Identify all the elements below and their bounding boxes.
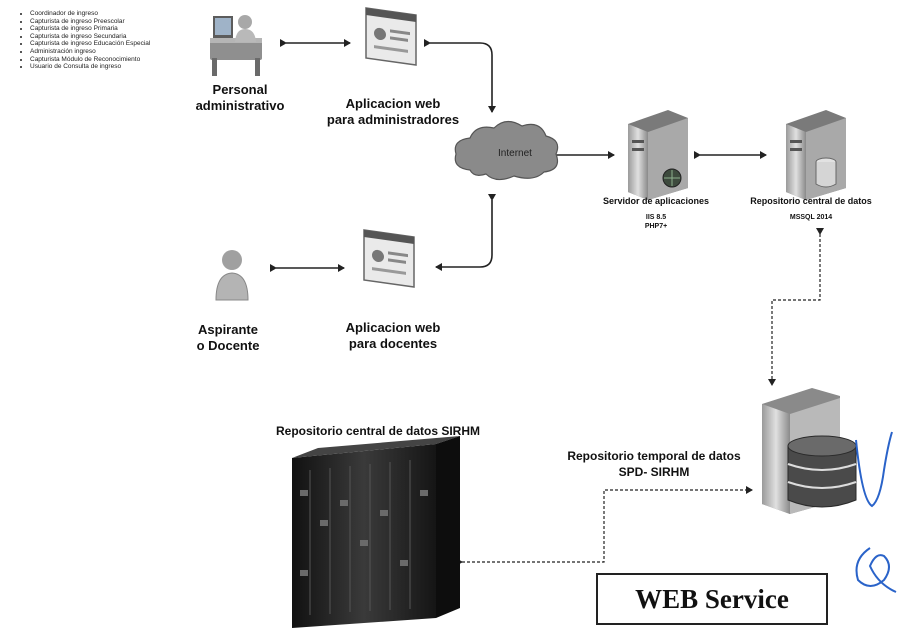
role-item: Administración ingreso xyxy=(30,48,220,56)
role-item: Capturista de ingreso Educación Especial xyxy=(30,40,220,48)
database-icon xyxy=(762,388,857,514)
connector-webapp-internet xyxy=(424,39,496,113)
browser-window-icon xyxy=(365,7,417,66)
central-repo-label: Repositorio central de datos MSSQL 2014 xyxy=(730,196,892,222)
applicant-label: Aspirante o Docente xyxy=(176,322,280,354)
central-repo-title: Repositorio central de datos xyxy=(750,196,872,206)
app-server-label: Servidor de aplicaciones IIS 8.5 PHP7+ xyxy=(586,196,726,231)
role-item: Capturista Módulo de Reconocimiento xyxy=(30,56,220,64)
signature-mark xyxy=(855,431,897,593)
app-server-detail1: IIS 8.5 xyxy=(645,214,667,221)
sirhm-repo-label: Repositorio central de datos SIRHM xyxy=(275,424,481,438)
applicant-line2: o Docente xyxy=(196,338,260,353)
role-item: Capturista de ingreso Secundaria xyxy=(30,33,220,41)
temp-repo-line2: SPD- SIRHM xyxy=(618,465,690,479)
temp-repo-label: Repositorio temporal de datos SPD- SIRHM xyxy=(544,448,764,480)
admin-webapp-line1: Aplicacion web xyxy=(345,96,441,111)
admin-personnel-line2: administrativo xyxy=(195,98,285,113)
web-service-label: WEB Service xyxy=(635,583,789,614)
connector-sirhm-temprepo xyxy=(456,486,753,566)
desk-user-icon xyxy=(210,15,262,76)
central-repo-detail: MSSQL 2014 xyxy=(789,214,833,221)
database-server-icon xyxy=(786,110,846,200)
temp-repo-line1: Repositorio temporal de datos xyxy=(567,449,741,463)
admin-webapp-label: Aplicacion web para administradores xyxy=(318,96,468,128)
role-item: Coordinador de ingreso xyxy=(30,10,220,18)
admin-personnel-line1: Personal xyxy=(212,82,268,97)
teacher-webapp-line1: Aplicacion web xyxy=(345,320,441,335)
applicant-line1: Aspirante xyxy=(198,322,258,337)
role-item: Capturista de ingreso Primaria xyxy=(30,25,220,33)
teacher-webapp-label: Aplicacion web para docentes xyxy=(318,320,468,352)
app-server-title: Servidor de aplicaciones xyxy=(602,196,710,206)
teacher-webapp-line2: para docentes xyxy=(348,336,438,351)
roles-list: Coordinador de ingresoCapturista de ingr… xyxy=(8,10,220,71)
person-icon xyxy=(215,250,249,301)
connector-repo-temprepo xyxy=(768,228,824,386)
web-service-box: WEB Service xyxy=(596,573,828,625)
server-rack-icon xyxy=(292,436,460,628)
app-server-detail2: PHP7+ xyxy=(644,223,668,230)
cloud-icon xyxy=(454,120,559,181)
server-icon xyxy=(628,110,688,200)
admin-personnel-label: Personal administrativo xyxy=(186,82,294,114)
browser-window-icon xyxy=(363,229,415,288)
role-item: Usuario de Consulta de ingreso xyxy=(30,63,220,71)
internet-label: Internet xyxy=(498,148,532,159)
connector-internet-teacherapp xyxy=(435,194,496,271)
role-item: Capturista de ingreso Preescolar xyxy=(30,18,220,26)
admin-webapp-line2: para administradores xyxy=(326,112,460,127)
